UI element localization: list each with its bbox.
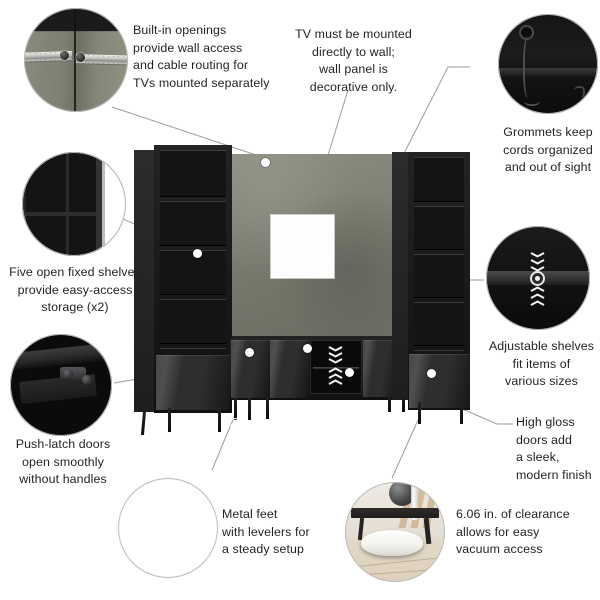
hotspot-right-door[interactable] bbox=[427, 369, 436, 378]
hotspot-center-foot[interactable] bbox=[230, 418, 241, 429]
tv-placeholder bbox=[271, 215, 334, 278]
hotspot-left-door[interactable] bbox=[245, 348, 254, 357]
hotspot-left-shelf[interactable] bbox=[193, 249, 202, 258]
hotspot-niche-shelf[interactable] bbox=[345, 368, 354, 377]
hotspot-tv-area[interactable] bbox=[297, 235, 308, 246]
right-bookcase-cubby bbox=[414, 254, 464, 298]
callout-grommets: Grommets keep cords organized and out of… bbox=[503, 125, 593, 175]
leg bbox=[168, 408, 171, 432]
callout-wall-access: Built-in openings provide wall access an… bbox=[133, 23, 270, 90]
product-illustration bbox=[130, 140, 475, 440]
hotspot-panel-top[interactable] bbox=[261, 158, 270, 167]
leg bbox=[218, 408, 221, 432]
open-shelves-ring bbox=[22, 152, 126, 256]
right-base-door-sheen bbox=[409, 354, 470, 408]
hotspot-console-top[interactable] bbox=[303, 344, 312, 353]
adjust-down-chevrons bbox=[329, 371, 343, 389]
leg bbox=[248, 398, 251, 420]
left-bookcase-cubby bbox=[160, 299, 226, 344]
right-bookcase-base-door bbox=[409, 354, 470, 408]
leg bbox=[266, 397, 269, 419]
callout-tv-mount: TV must be mounted directly to wall; wal… bbox=[295, 27, 412, 94]
callout-high-gloss: High gloss doors add a sleek, modern fin… bbox=[516, 415, 592, 482]
center-door-right bbox=[363, 340, 397, 397]
center-door-mid bbox=[270, 340, 308, 398]
center-door-right-sheen bbox=[363, 340, 397, 397]
adjustable-shelf-ring bbox=[486, 226, 590, 330]
callout-open-shelves: Five open fixed shelves provide easy-acc… bbox=[9, 265, 141, 315]
right-bookcase-cubby bbox=[414, 206, 464, 250]
right-bookcase-cubby bbox=[414, 302, 464, 346]
left-bookcase-cubby bbox=[160, 201, 226, 246]
push-latch-ring bbox=[10, 334, 112, 436]
grommet-photo-ring bbox=[498, 14, 598, 114]
callout-metal-feet: Metal feet with levelers for a steady se… bbox=[222, 507, 310, 557]
right-bookcase-side bbox=[392, 152, 410, 400]
right-bookcase-cubby bbox=[414, 157, 464, 202]
left-base-door-sheen bbox=[156, 355, 230, 410]
left-bookcase-cubby bbox=[160, 150, 226, 197]
left-bookcase-cubby bbox=[160, 250, 226, 295]
callout-push-latch: Push-latch doors open smoothly without h… bbox=[15, 437, 111, 487]
center-door-mid-sheen bbox=[270, 340, 308, 398]
leg bbox=[388, 392, 391, 412]
leg bbox=[140, 410, 147, 436]
left-bookcase-side bbox=[134, 150, 156, 412]
leg bbox=[234, 398, 237, 420]
rail-openings-ring bbox=[24, 8, 128, 112]
adjust-up-chevrons bbox=[329, 346, 343, 364]
vacuum-clearance-ring bbox=[345, 482, 445, 582]
hotspot-right-foot[interactable] bbox=[427, 415, 438, 426]
leg bbox=[418, 402, 421, 424]
leg bbox=[402, 392, 405, 412]
callout-adjustable-shelves: Adjustable shelves fit items of various … bbox=[488, 339, 595, 389]
metal-foot-ring bbox=[118, 478, 218, 578]
left-bookcase-base-door bbox=[156, 355, 230, 410]
callout-clearance: 6.06 in. of clearance allows for easy va… bbox=[456, 507, 570, 557]
leg bbox=[460, 402, 463, 424]
